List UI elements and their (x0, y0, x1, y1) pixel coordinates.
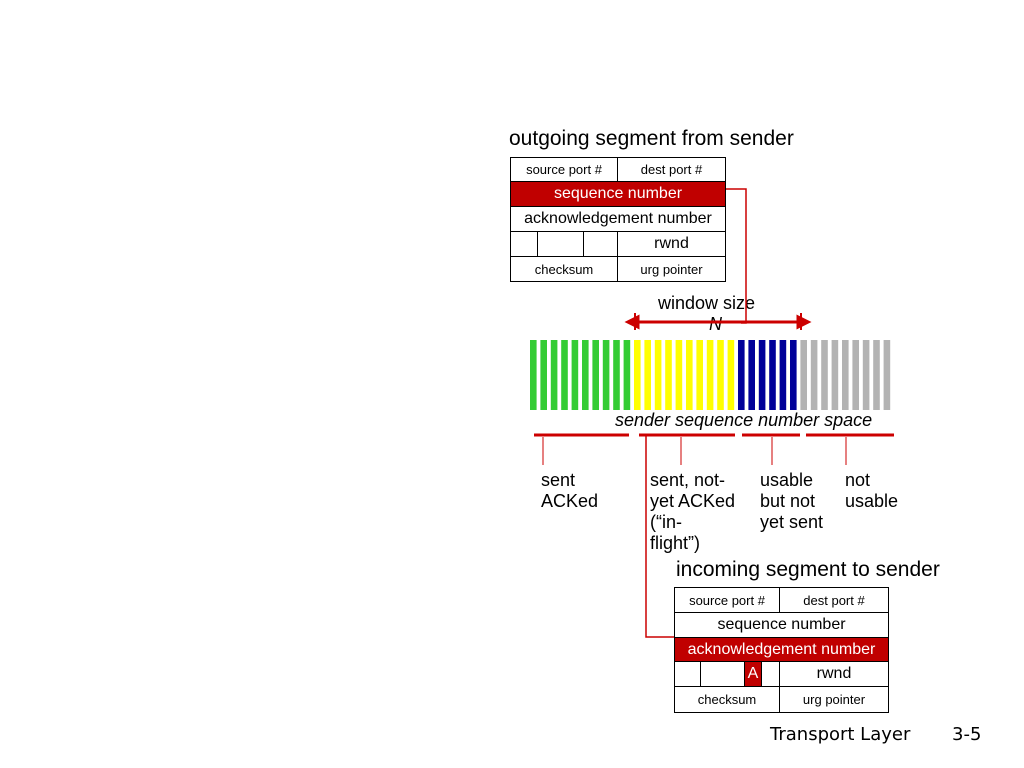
seq-connector-line (726, 188, 747, 324)
sequence-number-bars (530, 340, 891, 410)
sequence-bar-not-usable (873, 340, 880, 410)
in-sequence-number: sequence number (674, 612, 889, 638)
sequence-bar-in-flight (727, 340, 735, 410)
sequence-bar-in-flight (644, 340, 651, 410)
sequence-bar-usable (758, 340, 766, 410)
sequence-bar-sent-ACKed (540, 340, 547, 410)
sequence-bar-sent-ACKed (582, 340, 589, 410)
incoming-segment-title: incoming segment to sender (676, 558, 940, 581)
sequence-bar-not-usable (862, 340, 870, 410)
out-rwnd: rwnd (617, 231, 726, 257)
sequence-bar-usable (738, 340, 745, 410)
sequence-bar-usable (748, 340, 755, 410)
sequence-bar-in-flight (706, 340, 714, 410)
sequence-bar-sent-ACKed (571, 340, 579, 410)
in-ack-number: acknowledgement number (674, 637, 889, 662)
outgoing-segment-title: outgoing segment from sender (509, 127, 794, 150)
in-urg-pointer: urg pointer (779, 686, 889, 713)
sequence-bar-usable (779, 340, 787, 410)
in-rwnd: rwnd (779, 661, 889, 687)
sequence-bar-in-flight (665, 340, 672, 410)
label-in-flight: sent, not- yet ACKed (“in- flight”) (650, 470, 736, 553)
in-checksum: checksum (674, 686, 780, 713)
sequence-bar-sent-ACKed (592, 340, 599, 410)
in-flag-cell-2 (700, 661, 745, 687)
sequence-bar-not-usable (852, 340, 859, 410)
sequence-bar-in-flight (686, 340, 693, 410)
sequence-bar-in-flight (654, 340, 662, 410)
sequence-bar-not-usable (842, 340, 849, 410)
sequence-bar-not-usable (821, 340, 828, 410)
in-ack-flag: A (744, 661, 762, 687)
out-dest-port: dest port # (617, 157, 726, 182)
window-size-label: window size (658, 293, 756, 313)
footer-page-number: 3-5 (952, 724, 982, 745)
sequence-bar-sent-ACKed (613, 340, 620, 410)
in-source-port: source port # (674, 587, 780, 613)
label-not-usable: not usable (845, 470, 899, 511)
sequence-bar-in-flight (717, 340, 724, 410)
in-flag-cell-1 (674, 661, 701, 687)
footer-title: Transport Layer (770, 724, 911, 745)
sequence-bar-sent-ACKed (602, 340, 610, 410)
in-flag-cell-4 (761, 661, 780, 687)
sequence-bar-sent-ACKed (561, 340, 568, 410)
sequence-bar-sent-ACKed (530, 340, 537, 410)
sequence-bar-in-flight (634, 340, 641, 410)
sequence-bar-usable (769, 340, 776, 410)
in-dest-port: dest port # (779, 587, 889, 613)
out-ack-number: acknowledgement number (510, 206, 726, 232)
sequence-bar-usable (790, 340, 797, 410)
sequence-bar-in-flight (696, 340, 703, 410)
sequence-bar-sent-ACKed (550, 340, 558, 410)
sequence-bar-not-usable (831, 340, 839, 410)
sequence-bar-not-usable (810, 340, 818, 410)
sequence-space-caption: sender sequence number space (615, 410, 873, 430)
label-sent-acked: sent ACKed (541, 470, 599, 511)
ack-connector-line (645, 435, 674, 638)
label-usable: usable but not yet sent (760, 470, 824, 532)
sequence-bar-sent-ACKed (623, 340, 631, 410)
sequence-bar-in-flight (675, 340, 683, 410)
out-urg-pointer: urg pointer (617, 256, 726, 282)
sequence-bar-not-usable (883, 340, 891, 410)
sequence-bar-not-usable (800, 340, 807, 410)
out-checksum: checksum (510, 256, 618, 282)
